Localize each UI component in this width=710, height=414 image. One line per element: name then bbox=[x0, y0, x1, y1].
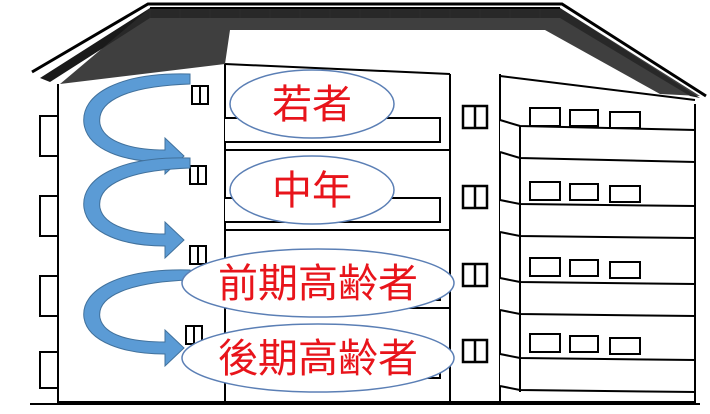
floor-label-young: 若者 bbox=[229, 69, 395, 139]
building-body bbox=[57, 63, 696, 403]
right-wing-windows bbox=[529, 107, 641, 355]
balcony-slabs-right bbox=[499, 119, 696, 394]
arrow-middle-to-early-elderly bbox=[83, 157, 191, 260]
left-wing-windows bbox=[39, 115, 59, 389]
roof bbox=[31, 2, 707, 98]
floor-label-late-elderly-text: 後期高齢者 bbox=[218, 336, 418, 382]
floor-label-middle-aged-text: 中年 bbox=[272, 168, 352, 214]
left-wing-inner-windows bbox=[185, 85, 209, 345]
stairwell-windows bbox=[461, 104, 489, 364]
floor-label-young-text: 若者 bbox=[272, 82, 352, 128]
arrow-early-to-late-elderly bbox=[83, 269, 191, 368]
floor-label-middle-aged: 中年 bbox=[229, 155, 395, 225]
floor-label-early-elderly-text: 前期高齢者 bbox=[218, 261, 418, 307]
transition-arrows bbox=[83, 73, 191, 368]
floor-label-early-elderly: 前期高齢者 bbox=[181, 248, 455, 318]
floor-label-late-elderly: 後期高齢者 bbox=[181, 323, 455, 393]
